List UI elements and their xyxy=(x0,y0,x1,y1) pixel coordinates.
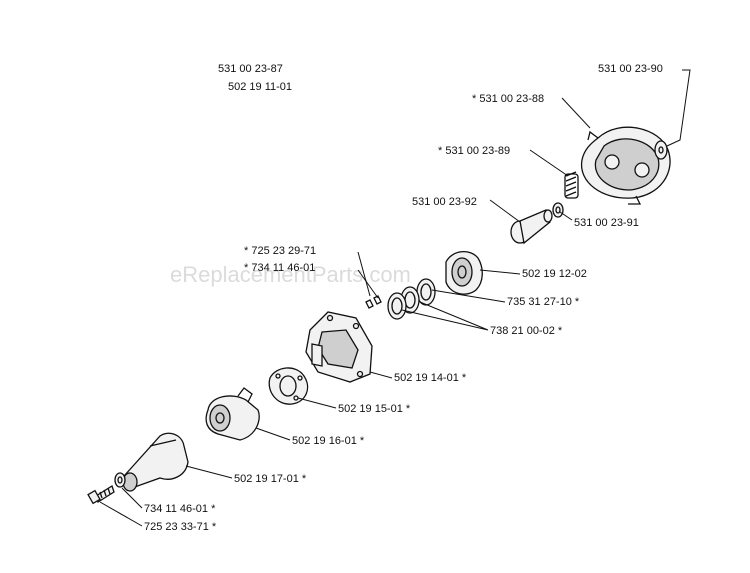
label-502-19-14-01: 502 19 14-01 * xyxy=(394,372,467,384)
shaft-tube-housing xyxy=(122,432,189,492)
leader-lines xyxy=(99,69,691,527)
shoulder-bolt xyxy=(510,209,553,245)
label-531-00-23-88: * 531 00 23-88 xyxy=(472,93,544,105)
label-502-19-17-01: 502 19 17-01 * xyxy=(234,473,307,485)
screw-washer-upper xyxy=(365,295,382,309)
screw-lower xyxy=(87,485,115,505)
label-725-23-33-71: 725 23 33-71 * xyxy=(144,521,217,533)
label-502-19-16-01: 502 19 16-01 * xyxy=(292,435,365,447)
spacer-plate xyxy=(268,367,309,405)
label-502-19-15-01: 502 19 15-01 * xyxy=(338,403,411,415)
label-738-21-00-02: 738 21 00-02 * xyxy=(490,325,563,337)
label-531-00-23-92: 531 00 23-92 xyxy=(412,196,477,208)
bearing-pair xyxy=(387,286,420,320)
label-734-11-46-01-lower: 734 11 46-01 * xyxy=(144,503,216,515)
header-line-1: 531 00 23-87 xyxy=(218,63,283,75)
label-502-19-12-02: 502 19 12-02 xyxy=(522,268,587,280)
label-734-11-46-01-upper: * 734 11 46-01 xyxy=(244,262,315,274)
label-735-31-27-10: 735 31 27-10 * xyxy=(507,296,580,308)
washer-top xyxy=(654,140,668,160)
label-531-00-23-90: 531 00 23-90 xyxy=(598,63,663,75)
gear-housing xyxy=(305,311,373,383)
gear-unit xyxy=(205,387,260,441)
clutch-shoe-assembly xyxy=(580,126,671,205)
clutch-drum xyxy=(445,251,483,295)
label-531-00-23-91: 531 00 23-91 xyxy=(574,217,639,229)
label-725-23-29-71: * 725 23 29-71 xyxy=(244,245,316,257)
watermark-text: eReplacementParts.com xyxy=(170,262,411,287)
bearing-outer xyxy=(416,278,436,306)
header-line-2: 502 19 11-01 xyxy=(228,81,292,93)
washer-small xyxy=(552,202,564,218)
label-531-00-23-89: * 531 00 23-89 xyxy=(438,145,510,157)
washer-lower xyxy=(114,472,126,488)
clutch-spring xyxy=(564,171,579,199)
